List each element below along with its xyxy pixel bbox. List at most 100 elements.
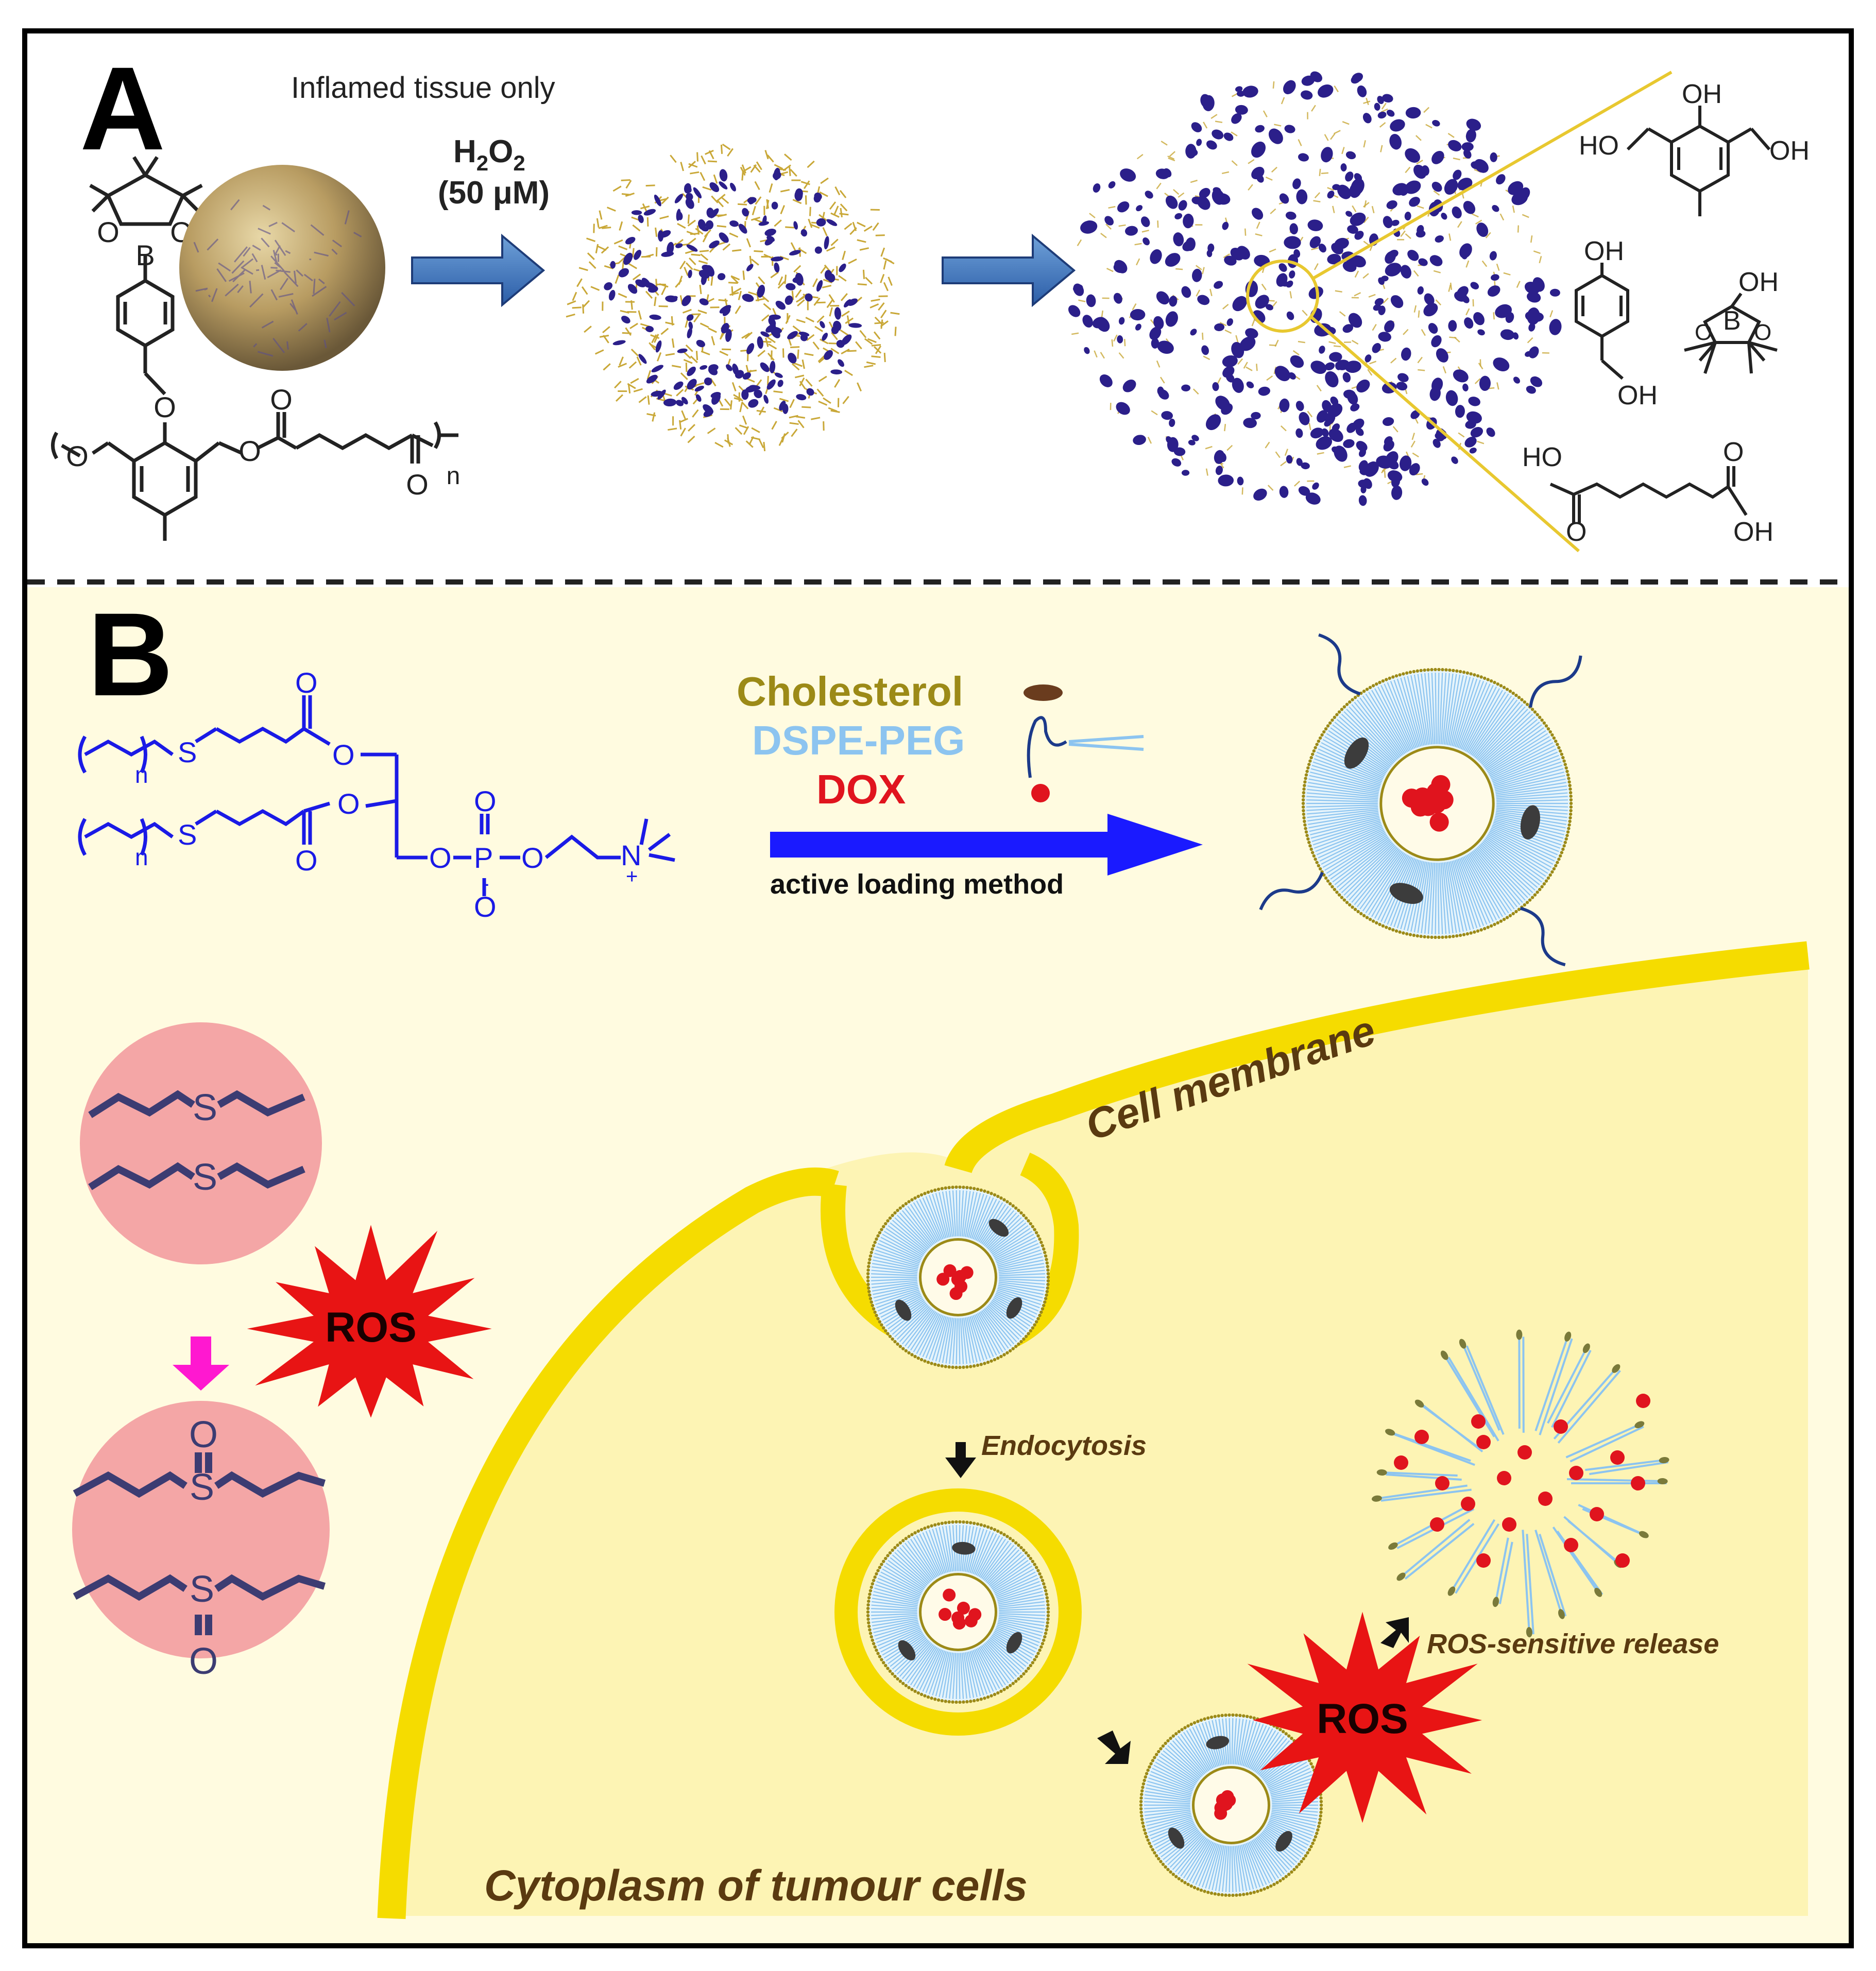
blue-fragment [1342, 372, 1351, 383]
blue-fragment [1104, 216, 1114, 226]
blue-fragment [775, 300, 786, 310]
lipid-head [882, 1326, 885, 1330]
polymer-fragment [1403, 329, 1409, 335]
polymer-fragment [1372, 323, 1377, 331]
polymer-fragment [704, 229, 711, 237]
lipid-head [869, 1250, 873, 1255]
polymer-fragment [766, 154, 774, 163]
lipid-tail [1148, 1777, 1192, 1793]
blue-fragment [813, 194, 821, 203]
lipid-head [1307, 841, 1311, 844]
lipid-head [1328, 721, 1332, 725]
lipid-head [1458, 933, 1462, 937]
blue-fragment [1296, 189, 1308, 204]
lipid-tail [949, 1190, 955, 1237]
lipid-tail [1310, 772, 1380, 790]
svg-text:S: S [190, 1569, 214, 1610]
lipid-tail [995, 1240, 1037, 1261]
polymer-fragment [810, 224, 820, 229]
svg-text:n: n [447, 462, 461, 490]
polymer-fragment [873, 331, 881, 340]
polymer-fragment [684, 267, 689, 276]
lipid-tail [1247, 1842, 1267, 1885]
blue-fragment [1383, 216, 1393, 229]
blue-fragment [673, 381, 684, 390]
lipid-head [1414, 1399, 1424, 1408]
lipid-tail [965, 1317, 975, 1363]
lipid-tail [977, 1313, 1000, 1355]
polymer-fragment [1168, 157, 1175, 162]
lipid-tail [1493, 765, 1563, 787]
lipid-head [1331, 885, 1334, 888]
lipid-tail [1446, 862, 1461, 933]
blue-fragment [777, 380, 783, 387]
cholesterol-molecule [1275, 1831, 1292, 1852]
polymer-fragment [773, 390, 783, 393]
polymer-fragment [844, 370, 853, 376]
lipid-tail [1343, 711, 1395, 762]
blue-fragment [695, 394, 702, 402]
lipid-head [1144, 1775, 1147, 1779]
lipid-head [1309, 847, 1313, 851]
lipid-head [898, 1206, 902, 1210]
blue-fragment [1390, 295, 1404, 308]
lipid-tail [874, 1622, 919, 1637]
lipid-tail [1479, 711, 1531, 762]
lipid-tail [1192, 1841, 1214, 1884]
blue-fragment [1349, 182, 1362, 198]
blue-fragment [1284, 125, 1295, 133]
polymer-fragment [1316, 385, 1322, 392]
lipid-tail [1144, 1797, 1190, 1803]
panel-a-label: A [80, 42, 165, 175]
blue-fragment [1156, 291, 1170, 305]
lipid-head [1476, 929, 1480, 933]
lipid-tail [1454, 860, 1478, 929]
polymer-fragment [862, 269, 865, 279]
polymer-fragment [655, 247, 658, 257]
lipid-head [1564, 837, 1568, 841]
released-lipid [1400, 1519, 1471, 1578]
lipid-tail [1265, 1758, 1306, 1784]
lipid-tail [1253, 1732, 1280, 1771]
lipid-head [1525, 702, 1529, 706]
lipid-tail [996, 1581, 1040, 1599]
lipid-tail [1145, 1811, 1191, 1820]
blue-fragment [1444, 179, 1458, 195]
lipid-head [993, 1692, 997, 1696]
lipid-tail [1445, 862, 1457, 933]
polymer-fragment [619, 356, 624, 366]
sphere-fiber [258, 228, 271, 235]
lipid-tail [999, 1280, 1045, 1285]
lipid-head [1159, 1747, 1163, 1751]
lipid-tail [873, 1259, 918, 1270]
blue-fragment [701, 226, 709, 232]
blue-fragment [651, 365, 663, 372]
svg-text:OH: OH [1769, 136, 1810, 166]
lipid-head [926, 1525, 930, 1529]
lipid-head [1278, 1728, 1282, 1732]
lipid-tail [981, 1540, 1009, 1579]
lipid-tail [1255, 1736, 1285, 1773]
liposome-in-pit [866, 1185, 1050, 1369]
lipid-tail [1148, 1817, 1192, 1833]
cholesterol-molecule [988, 1219, 1009, 1237]
blue-fragment [1307, 219, 1323, 231]
polymer-fragment [803, 180, 810, 189]
lipid-tail [1201, 1843, 1218, 1888]
blue-fragment [1345, 259, 1355, 267]
lipid-head [1482, 927, 1487, 931]
polymer-fragment [731, 382, 737, 391]
lipid-head [866, 1268, 870, 1272]
polymer-fragment [1333, 345, 1341, 348]
lipid-head [940, 1364, 944, 1368]
polymer-fragment [842, 396, 849, 404]
lipid-tail [1448, 861, 1464, 932]
lipid-head [907, 1200, 911, 1204]
lipid-head [1024, 1551, 1028, 1555]
lipid-tail [1403, 676, 1423, 746]
lipid-tail [956, 1190, 958, 1237]
lipid-tail [971, 1530, 988, 1574]
lipid-tail [963, 1191, 971, 1237]
lipid-tail [973, 1531, 991, 1574]
polymer-fragment [1392, 426, 1399, 433]
